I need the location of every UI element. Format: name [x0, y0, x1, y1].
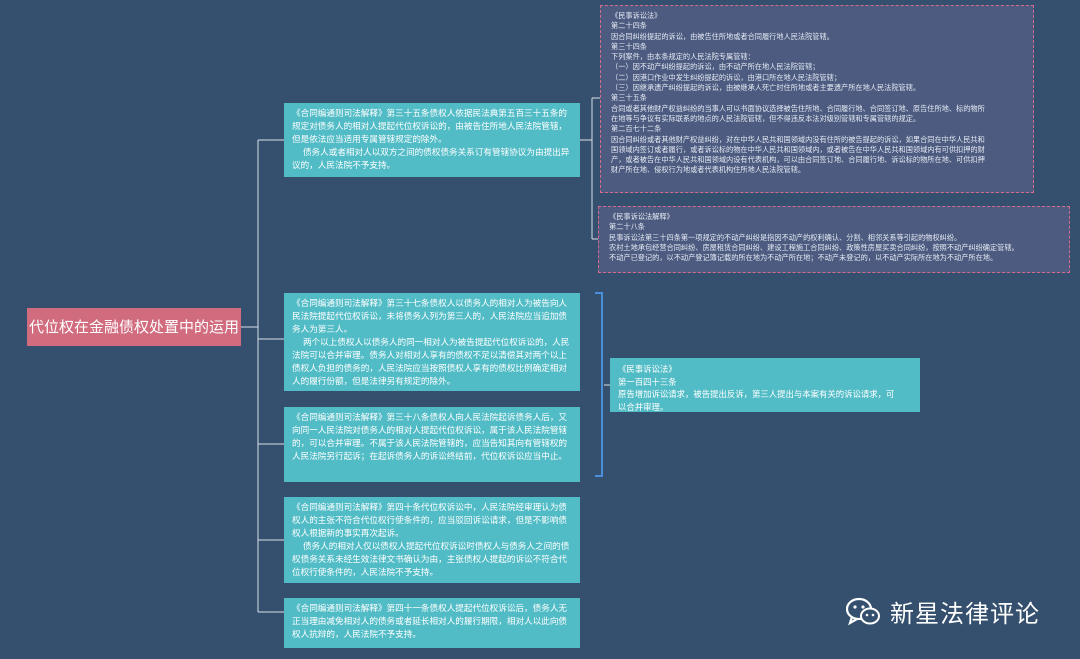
law-line: 《民事诉讼法解释》: [609, 212, 674, 221]
law-line: 合同或者其他财产权益纠纷的当事人可以书面协议选择被告住所地、合同履行地、合同签订…: [611, 103, 985, 113]
branch-node-art41: 《合同编通则司法解释》第四十一条债权人提起代位权诉讼后，债务人无正当理由减免相对…: [284, 598, 580, 648]
law-line: 不动产已登记的，以不动产登记簿记载的所在地为不动产所在地；不动产未登记的，以不动…: [609, 253, 998, 263]
law-line: 产，或者被告在中华人民共和国领域内设有代表机构，可以由合同签订地、合同履行地、诉…: [611, 155, 985, 165]
law-line: 在地等与争议有实际联系的地点的人民法院管辖，但不得违反本法对级别管辖和专属管辖的…: [611, 113, 921, 123]
root-node: 代位权在金融债权处置中的运用: [27, 308, 241, 346]
watermark: 新星法律评论: [846, 594, 1040, 629]
watermark-text: 新星法律评论: [890, 600, 1040, 628]
branch-paragraph: 《合同编通则司法解释》第四十条代位权诉讼中，人民法院经审理认为债权人的主张不符合…: [292, 503, 568, 539]
law-line: 《民事诉讼法》: [618, 364, 677, 374]
law-line: 下列案件，由本条规定的人民法院专属管辖：: [611, 52, 755, 62]
law-line: 第三十四条: [611, 41, 647, 51]
law-line: （二）因港口作业中发生纠纷提起的诉讼，由港口所在地人民法院管辖；: [611, 72, 842, 82]
law-line: 第二十八条: [609, 222, 645, 232]
law-line: 民事诉讼法第三十四条第一项规定的不动产纠纷是指因不动产的权利确认、分割、相邻关系…: [609, 232, 962, 242]
law-line: 第二十四条: [611, 21, 647, 31]
law-line: 财产所在地、侵权行为地或者代表机构住所地人民法院管辖。: [611, 165, 806, 175]
branch-paragraph: 债务人或者相对人以双方之间的债权债务关系订有管辖协议为由提出异议的，人民法院不予…: [292, 148, 570, 171]
branch-paragraph: 《合同编通则司法解释》第三十七条债权人以债务人的相对人为被告向人民法院提起代位权…: [292, 299, 568, 335]
branch-node-art37: 《合同编通则司法解释》第三十七条债权人以债务人的相对人为被告向人民法院提起代位权…: [284, 293, 580, 391]
branch-paragraph: 债务人的相对人仅以债权人提起代位权诉讼时债权人与债务人之间的债权债务关系未经生效…: [292, 542, 570, 578]
law-note-civil-procedure-jurisdiction: 《民事诉讼法》 第二十四条 因合同纠纷提起的诉讼，由被告住所地或者合同履行地人民…: [600, 5, 1034, 193]
branch-paragraph: 《合同编通则司法解释》第三十五条债权人依据民法典第五百三十五条的规定对债务人的相…: [292, 109, 568, 145]
wechat-icon: [846, 597, 880, 625]
law-line: 因合同纠纷或者其他财产权益纠纷，对在中华人民共和国领域内没有住所的被告提起的诉讼…: [611, 134, 985, 144]
branch-node-art40: 《合同编通则司法解释》第四十条代位权诉讼中，人民法院经审理认为债权人的主张不符合…: [284, 497, 580, 583]
law-line: 因合同纠纷提起的诉讼，由被告住所地或者合同履行地人民法院管辖。: [611, 31, 834, 41]
law-line: 第二百七十二条: [611, 124, 662, 134]
law-line: （一）因不动产纠纷提起的诉讼，由不动产所在地人民法院管辖；: [611, 62, 820, 72]
branch-paragraph: 《合同编通则司法解释》第四十一条债权人提起代位权诉讼后，债务人无正当理由减免相对…: [292, 604, 568, 640]
law-line: （三）因继承遗产纠纷提起的诉讼，由被继承人死亡时住所地或者主要遗产所在地人民法院…: [611, 83, 921, 93]
law-line: 第一百四十三条: [618, 376, 677, 387]
branch-node-art38: 《合同编通则司法解释》第三十八条债权人向人民法院起诉债务人后，又向同一人民法院对…: [284, 407, 580, 482]
branch-paragraph: 《合同编通则司法解释》第三十八条债权人向人民法院起诉债务人后，又向同一人民法院对…: [292, 413, 568, 462]
law-note-civil-procedure-interpretation: 《民事诉讼法解释》 第二十八条 民事诉讼法第三十四条第一项规定的不动产纠纷是指因…: [598, 206, 1070, 273]
branch-node-art35: 《合同编通则司法解释》第三十五条债权人依据民法典第五百三十五条的规定对债务人的相…: [284, 103, 580, 177]
law-line: 国领域内签订或者履行，或者诉讼标的物在中华人民共和国领域内，或者被告在中华人民共…: [611, 144, 985, 154]
law-line: 第三十五条: [611, 93, 647, 103]
law-line: 农村土地承包经营合同纠纷、房屋租赁合同纠纷、建设工程施工合同纠纷、政策性房屋买卖…: [609, 242, 1019, 252]
law-note-article-143: 《民事诉讼法》 第一百四十三条 原告增加诉讼请求，被告提出反诉，第三人提出与本案…: [610, 358, 920, 412]
law-line: 《民事诉讼法》: [611, 11, 662, 20]
branch-bracket: [595, 292, 603, 477]
branch-paragraph: 两个以上债权人以债务人的同一相对人为被告提起代位权诉讼的，人民法院可以合并审理。…: [292, 338, 570, 387]
law-line: 原告增加诉讼请求，被告提出反诉，第三人提出与本案有关的诉讼请求，可: [618, 389, 895, 399]
law-line: 以合并审理。: [618, 401, 669, 412]
